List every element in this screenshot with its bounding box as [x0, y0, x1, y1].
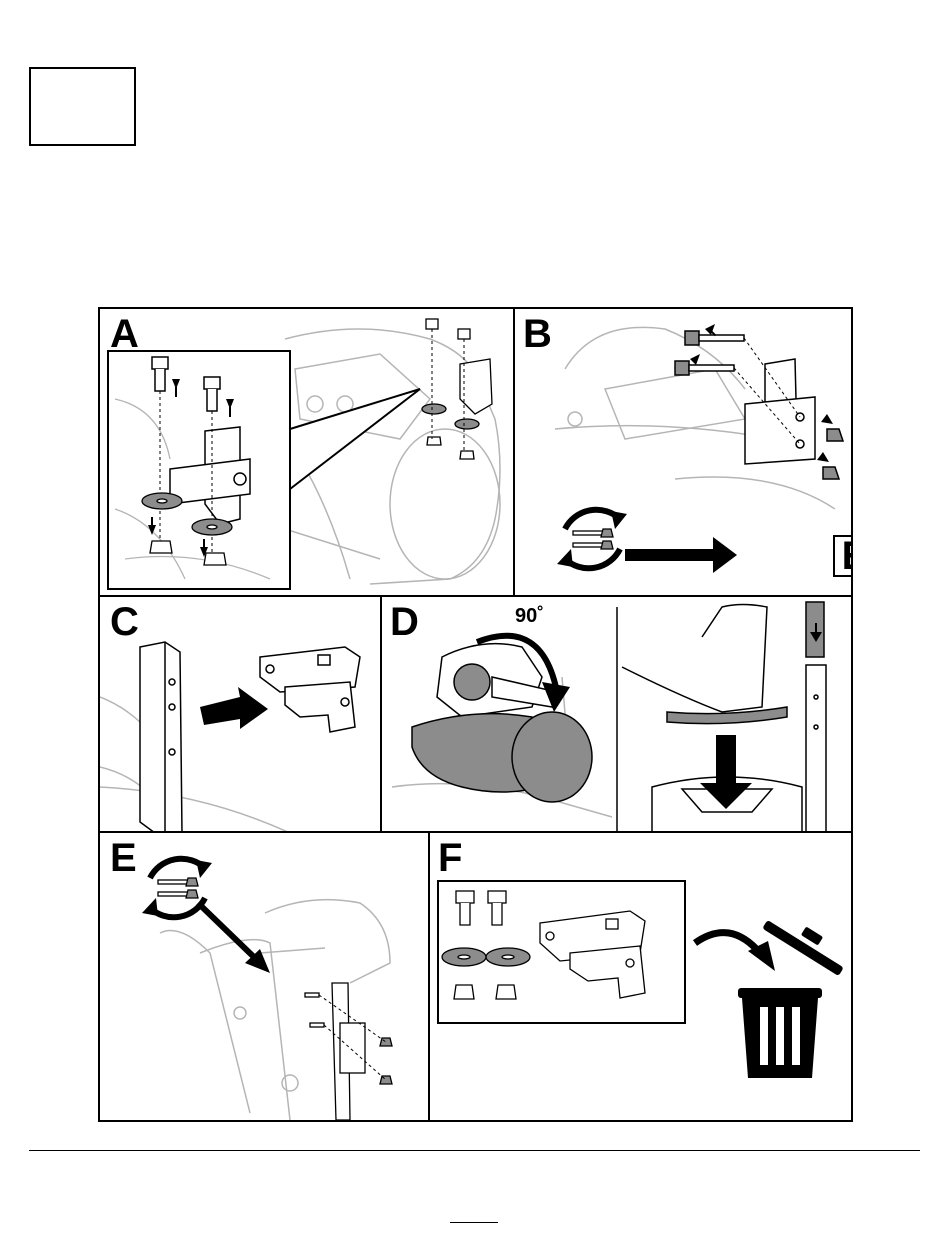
panel-d-illustration — [382, 597, 851, 833]
panel-f-label: F — [438, 838, 462, 878]
instruction-figure: A — [98, 307, 853, 1122]
panel-d-label: D — [390, 602, 419, 642]
rotation-angle-label: 90˚ — [515, 605, 544, 628]
panel-b: B E — [515, 309, 851, 597]
rotate-arrows-icon — [150, 859, 205, 918]
panel-f-illustration — [430, 833, 851, 1120]
panel-f: F — [430, 833, 851, 1120]
panel-a-label: A — [110, 314, 139, 354]
panel-c: C — [100, 597, 382, 833]
step-number-box — [29, 67, 136, 146]
panel-e-illustration — [100, 833, 430, 1120]
panel-d: D 90˚ — [382, 597, 851, 833]
panel-a-illustration — [100, 309, 515, 597]
panel-b-label: B — [523, 314, 552, 354]
footer-rule — [29, 1150, 920, 1151]
panel-c-label: C — [110, 602, 139, 642]
rotate-arrows-icon — [565, 510, 620, 569]
page-number-rule — [450, 1222, 498, 1223]
panel-c-illustration — [100, 597, 382, 833]
panel-a: A — [100, 309, 515, 597]
panel-e: E — [100, 833, 430, 1120]
panel-b-illustration — [515, 309, 851, 597]
panel-e-label: E — [110, 838, 137, 878]
callout-e-box: E — [833, 535, 851, 577]
